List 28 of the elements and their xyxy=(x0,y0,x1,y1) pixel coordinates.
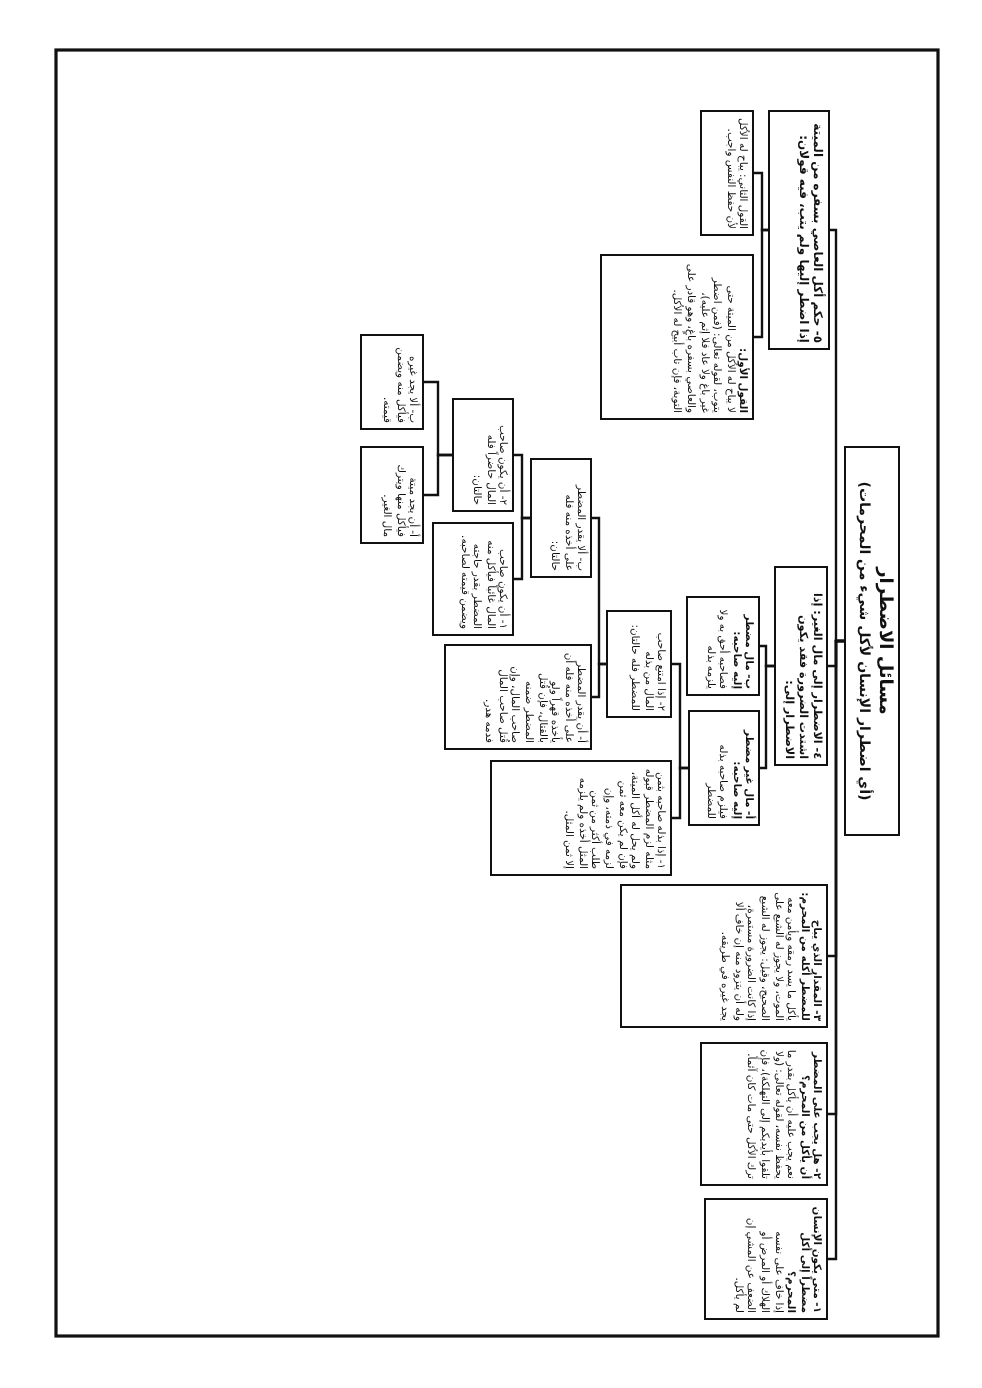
connector-line xyxy=(592,662,606,699)
branch-box xyxy=(620,884,828,1028)
connector-line xyxy=(592,516,606,666)
topic-box xyxy=(844,446,900,836)
branch-box xyxy=(768,110,830,350)
branch-box xyxy=(600,254,754,420)
heading-text: مسائل الاضطرار xyxy=(874,564,895,719)
branch-box xyxy=(774,566,828,766)
connector-line xyxy=(514,453,530,520)
branch-box xyxy=(452,398,514,512)
branch-box xyxy=(490,760,672,876)
branch-box xyxy=(700,110,754,236)
connector-line xyxy=(672,662,688,770)
branch-box xyxy=(444,644,592,750)
branch-box xyxy=(704,1198,828,1320)
branch-box xyxy=(606,610,672,718)
branch-box xyxy=(360,446,424,544)
branch-box xyxy=(530,458,592,578)
connector-line xyxy=(830,228,844,643)
connector-line xyxy=(754,171,768,232)
branch-box xyxy=(700,1042,828,1186)
branch-box xyxy=(688,710,760,826)
connector-line xyxy=(424,380,452,457)
branch-box xyxy=(686,596,760,696)
branch-box xyxy=(432,522,514,636)
connector-line xyxy=(760,644,774,668)
branch-box xyxy=(360,334,424,430)
connector-line xyxy=(754,228,768,339)
